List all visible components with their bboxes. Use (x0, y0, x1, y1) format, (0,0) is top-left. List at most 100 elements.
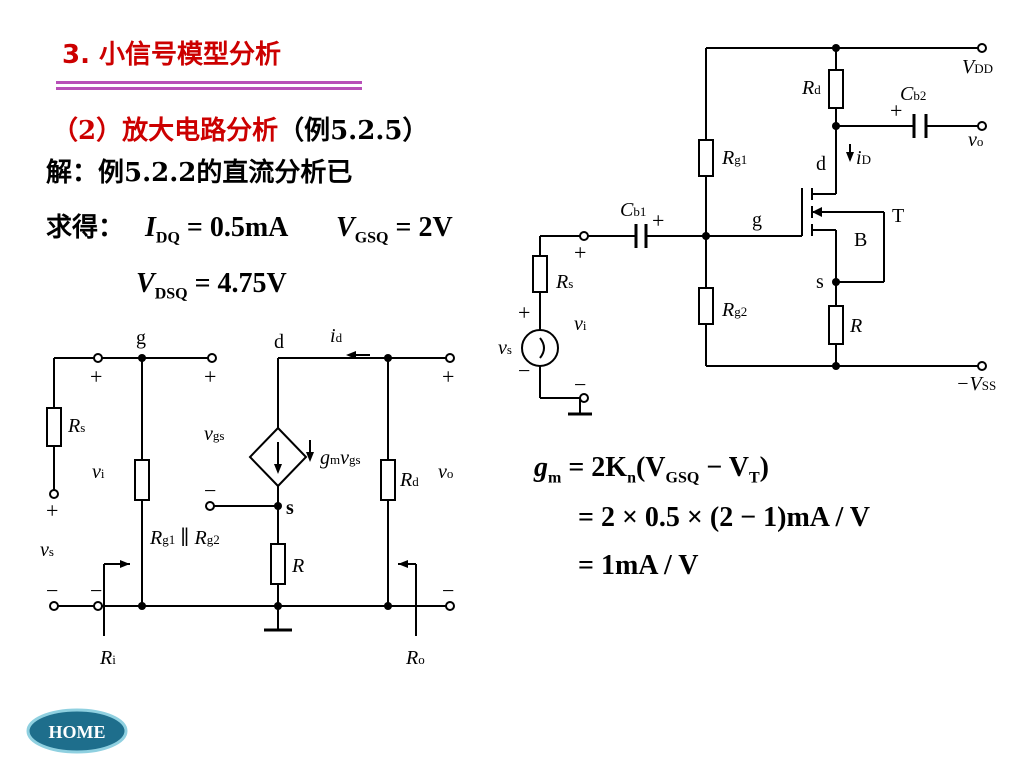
left-r-resistor (270, 543, 286, 585)
svg-text:R: R (849, 315, 862, 337)
vdsq-value: = 4.75V (187, 268, 287, 299)
svg-text:+: + (518, 300, 530, 325)
svg-text:−: − (204, 478, 216, 503)
svg-text:id: id (330, 325, 343, 347)
svg-text:B: B (854, 229, 867, 251)
gm-sub: m (548, 469, 562, 487)
svg-text:vi: vi (574, 313, 587, 335)
svg-text:g: g (752, 209, 762, 231)
home-label: HOME (49, 722, 106, 742)
svg-text:vi: vi (92, 461, 105, 483)
svg-text:−VSS: −VSS (956, 373, 996, 395)
gm-symbol: g (534, 452, 548, 483)
svg-text:g: g (136, 327, 146, 349)
gm-kn: = 2K (561, 452, 628, 483)
left-labels: g d id Rs vgs gmvgs vi Rd vo s Rg1 ∥ Rg2… (40, 325, 453, 669)
gm-formula-line-2: = 2 × 0.5 × (2 − 1)mA / V (578, 502, 870, 533)
left-terminals (49, 353, 455, 611)
svg-text:+: + (46, 498, 58, 523)
idq-symbol: I (145, 212, 156, 243)
gm-formula-line-3: = 1mA / V (578, 550, 699, 581)
svg-text:+: + (204, 364, 216, 389)
idq-equation: IDQ = 0.5mA (145, 212, 288, 248)
left-rd-resistor (380, 459, 396, 501)
rg1-resistor (698, 139, 714, 177)
svg-text:T: T (892, 205, 904, 227)
svg-text:Cb1: Cb1 (620, 199, 646, 221)
svg-text:Rg1 ∥ Rg2: Rg1 ∥ Rg2 (149, 527, 220, 549)
section-example: （例5.2.5） (278, 116, 429, 146)
vgsq-value: = 2V (388, 212, 453, 243)
vdsq-equation: VDSQ = 4.75V (136, 268, 287, 304)
r-resistor (828, 305, 844, 345)
gm-close: ) (759, 452, 769, 483)
vs-source (521, 329, 559, 367)
gsq-sub: GSQ (665, 469, 700, 487)
idq-sub: DQ (155, 229, 180, 247)
svg-text:s: s (286, 497, 294, 519)
svg-text:Rd: Rd (399, 469, 419, 491)
svg-text:+: + (90, 364, 102, 389)
svg-text:+: + (442, 364, 454, 389)
svg-text:VDD: VDD (962, 56, 993, 78)
left-nodes (138, 354, 392, 610)
rs-resistor (532, 255, 548, 293)
svg-text:−: − (574, 372, 586, 397)
svg-text:iD: iD (856, 147, 871, 169)
svg-text:+: + (890, 98, 902, 123)
svg-text:−: − (90, 578, 102, 603)
vgsq-sub: GSQ (354, 229, 389, 247)
kn-sub: n (627, 469, 636, 487)
svg-text:R: R (291, 555, 304, 577)
svg-text:gmvgs: gmvgs (320, 447, 361, 469)
title-underline-2 (56, 87, 362, 90)
svg-text:Rs: Rs (67, 415, 85, 437)
right-terminals (579, 43, 987, 403)
svg-text:Ro: Ro (405, 647, 425, 669)
left-circuit-wires (53, 354, 450, 636)
svg-text:−: − (442, 578, 454, 603)
svg-text:Rg1: Rg1 (721, 147, 747, 169)
right-capacitor-plates (634, 114, 928, 248)
svg-text:vo: vo (968, 129, 983, 151)
svg-text:Cb2: Cb2 (900, 83, 926, 105)
svg-text:Rd: Rd (801, 77, 821, 99)
home-button[interactable]: HOME (26, 708, 128, 754)
svg-text:d: d (274, 331, 284, 353)
svg-text:+: + (652, 208, 664, 233)
svg-text:d: d (816, 153, 826, 175)
right-labels: VDD Rd Cb2 vo Rg1 d iD g T B s R Cb1 Rs … (498, 56, 996, 395)
svg-text:vo: vo (438, 461, 453, 483)
t-sub: T (748, 469, 760, 487)
svg-text:−: − (46, 578, 58, 603)
svg-text:+: + (574, 240, 586, 265)
idq-value: = 0.5mA (179, 212, 289, 243)
gm-vgsq: (V (635, 452, 666, 483)
solution-line-1: 解：例5.2.2的直流分析已 (46, 158, 353, 188)
vgsq-equation: VGSQ = 2V (336, 212, 453, 248)
svg-text:vs: vs (498, 337, 512, 359)
right-nodes (702, 44, 854, 370)
right-resistors (521, 69, 844, 367)
vgsq-symbol: V (336, 212, 355, 243)
left-polarity-marks: + + + + − − − − (46, 364, 454, 603)
left-rs-resistor (46, 407, 62, 447)
svg-text:Rg2: Rg2 (721, 299, 747, 321)
solution-line-2: 求得： (46, 213, 125, 243)
rd-resistor (828, 69, 844, 109)
svg-text:Ri: Ri (99, 647, 116, 669)
rg2-resistor (698, 287, 714, 325)
section-label: （2）放大电路分析 (52, 116, 279, 146)
vdsq-sub: DSQ (154, 285, 188, 303)
gm-formula-line-1: gm = 2Kn(VGSQ − VT) (534, 452, 769, 488)
right-polarity-marks: + + + − + − (518, 98, 902, 397)
svg-text:s: s (816, 271, 824, 293)
gm-vt: − V (699, 452, 749, 483)
svg-text:Rs: Rs (555, 271, 573, 293)
title-underline (56, 81, 362, 84)
section-heading: （2）放大电路分析（例5.2.5） (52, 110, 428, 147)
svg-text:vgs: vgs (204, 423, 224, 445)
svg-text:−: − (518, 358, 530, 383)
svg-text:vs: vs (40, 539, 54, 561)
